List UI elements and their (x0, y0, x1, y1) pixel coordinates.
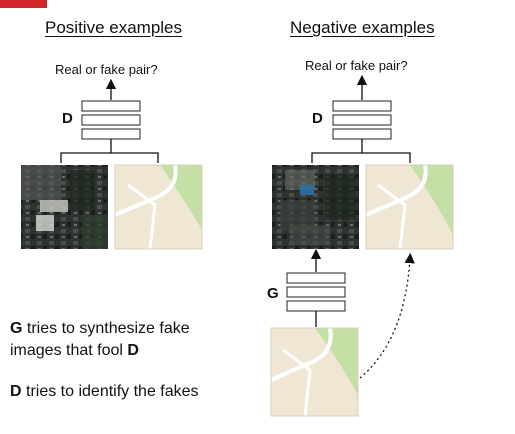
positive-map-image (114, 164, 203, 250)
line3-text: tries to identify the fakes (21, 383, 199, 400)
negative-satellite-image (272, 165, 359, 249)
negative-discriminator (332, 100, 392, 140)
generator-label: G (267, 285, 279, 302)
accent-bar (0, 0, 47, 8)
negative-bracket (311, 139, 411, 163)
positive-heading: Positive examples (45, 18, 183, 37)
d-bold-2: D (10, 383, 22, 400)
discriminator-description: D tries to identify the fakes (10, 381, 199, 403)
positive-discriminator (81, 100, 141, 140)
negative-heading: Negative examples (290, 18, 435, 37)
positive-bracket (60, 139, 159, 163)
positive-discriminator-label: D (62, 110, 73, 127)
input-map-image (270, 327, 359, 417)
line1-text: tries to synthesize fake (22, 320, 190, 337)
generator (286, 272, 346, 312)
negative-discriminator-label: D (312, 110, 323, 127)
line2-text: images that fool (10, 342, 128, 359)
condition-dashed-arrow (359, 252, 415, 379)
generator-description: G tries to synthesize fake images that f… (10, 318, 190, 362)
positive-satellite-image (21, 165, 108, 249)
positive-question: Real or fake pair? (55, 62, 158, 77)
g-bold: G (10, 320, 23, 337)
negative-question: Real or fake pair? (305, 58, 408, 73)
d-bold: D (127, 342, 139, 359)
negative-map-image (365, 164, 454, 250)
